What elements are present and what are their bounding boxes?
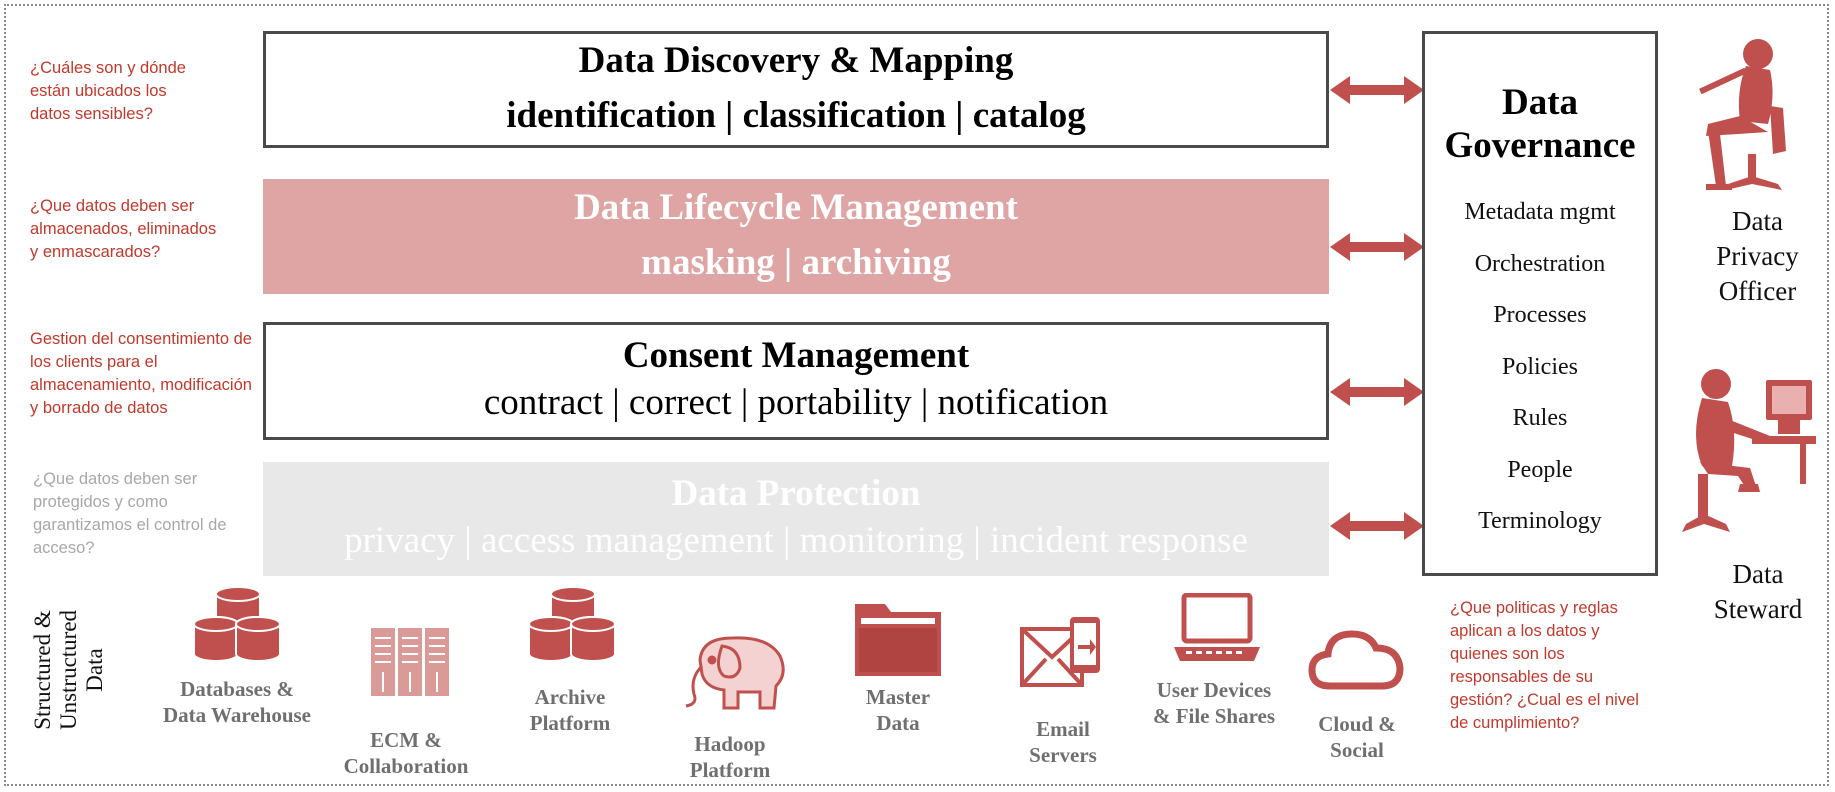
source-label-line: Collaboration bbox=[343, 754, 469, 778]
question-discovery: ¿Cuáles son y dónde están ubicados los d… bbox=[30, 59, 186, 123]
source-label-line: User Devices bbox=[1156, 678, 1272, 702]
governance-item: Orchestration bbox=[1474, 250, 1606, 277]
governance-list: Metadata mgmt Orchestration Processes Po… bbox=[1425, 187, 1655, 548]
layer-title: Consent Management bbox=[622, 335, 970, 376]
governance-item: Terminology bbox=[1478, 508, 1602, 534]
source-label-line: ECM & bbox=[370, 728, 442, 752]
double-arrow-icon bbox=[1330, 76, 1424, 104]
source-label-line: Data bbox=[876, 711, 920, 735]
person-laptop-icon bbox=[1699, 39, 1786, 190]
double-arrow-icon bbox=[1330, 512, 1424, 540]
role-data-steward: Data Steward bbox=[1693, 557, 1823, 627]
source-label-line: Servers bbox=[1029, 743, 1097, 767]
database-icon bbox=[528, 588, 616, 662]
role-label-line: Data bbox=[1732, 559, 1784, 589]
layer-subtitle: privacy | access management | monitoring… bbox=[344, 520, 1248, 561]
layer-data-protection: Data Protection privacy | access managem… bbox=[263, 462, 1329, 576]
diagram-frame bbox=[4, 4, 1829, 786]
question-consent: Gestion del consentimiento de los client… bbox=[30, 330, 252, 417]
question-protection: ¿Que datos deben ser protegidos y como g… bbox=[33, 470, 227, 557]
layer-data-discovery: Data Discovery & Mapping identification … bbox=[263, 31, 1329, 148]
layer-title: Data Lifecycle Management bbox=[574, 186, 1018, 228]
source-master-data-label: Master Data bbox=[866, 684, 930, 736]
elephant-icon bbox=[685, 636, 785, 710]
person-computer-icon bbox=[1682, 369, 1816, 532]
question-lifecycle: ¿Que datos deben ser almacenados, elimin… bbox=[30, 197, 217, 261]
governance-title-line: Governance bbox=[1444, 125, 1636, 166]
double-arrow-icon bbox=[1330, 233, 1424, 261]
governance-title-line: Data bbox=[1501, 82, 1579, 123]
source-label-line: & File Shares bbox=[1152, 704, 1276, 728]
layer-subtitle: identification | classification | catalo… bbox=[506, 94, 1086, 136]
governance-title: Data Governance bbox=[1425, 81, 1655, 167]
source-label-line: Platform bbox=[529, 711, 611, 735]
role-label-line: Privacy bbox=[1716, 241, 1799, 271]
cloud-icon bbox=[1308, 630, 1404, 690]
layer-subtitle: masking | archiving bbox=[641, 241, 951, 283]
question-governance: ¿Que politicas y reglas aplican a los da… bbox=[1450, 599, 1639, 732]
source-user-devices-label: User Devices & File Shares bbox=[1153, 677, 1275, 729]
source-label-line: Cloud & bbox=[1318, 712, 1396, 736]
sources-label-line: Structured & bbox=[30, 610, 55, 730]
source-label-line: Email bbox=[1036, 717, 1090, 741]
source-label-line: Hadoop bbox=[694, 732, 766, 756]
governance-item: Policies bbox=[1502, 353, 1578, 380]
role-label-line: Steward bbox=[1713, 594, 1803, 624]
email-phone-icon bbox=[1020, 617, 1100, 687]
source-ecm-label: ECM & Collaboration bbox=[344, 727, 469, 779]
layer-subtitle: contract | correct | portability | notif… bbox=[483, 382, 1109, 423]
sources-vertical-label: Structured & Unstructured Data bbox=[30, 595, 108, 745]
source-label-line: Archive bbox=[534, 685, 606, 709]
layer-title: Data Protection bbox=[671, 473, 921, 514]
sources-label-line: Unstructured bbox=[56, 609, 81, 731]
governance-item: Rules bbox=[1512, 405, 1568, 431]
source-email-label: Email Servers bbox=[1029, 716, 1097, 768]
source-label-line: Social bbox=[1330, 738, 1384, 762]
layer-data-lifecycle: Data Lifecycle Management masking | arch… bbox=[263, 179, 1329, 294]
source-label-line: Data Warehouse bbox=[163, 703, 311, 727]
layer-title: Data Discovery & Mapping bbox=[578, 39, 1014, 81]
source-label-line: Databases & bbox=[180, 677, 294, 701]
database-icon bbox=[193, 588, 281, 662]
source-archive-label: Archive Platform bbox=[530, 684, 610, 736]
double-arrow-icon bbox=[1330, 378, 1424, 406]
folder-icon bbox=[855, 604, 941, 676]
server-rack-icon bbox=[371, 628, 449, 696]
source-databases-label: Databases & Data Warehouse bbox=[163, 676, 311, 728]
source-label-line: Platform bbox=[689, 758, 771, 782]
source-label-line: Master bbox=[865, 685, 931, 709]
laptop-icon bbox=[1174, 593, 1260, 661]
governance-item: Processes bbox=[1493, 302, 1587, 328]
data-governance-box: Data Governance Metadata mgmt Orchestrat… bbox=[1422, 31, 1658, 576]
role-label-line: Officer bbox=[1718, 276, 1797, 306]
role-data-privacy-officer: Data Privacy Officer bbox=[1700, 204, 1815, 309]
governance-item: Metadata mgmt bbox=[1464, 199, 1616, 225]
source-hadoop-label: Hadoop Platform bbox=[690, 731, 770, 783]
layer-consent-management: Consent Management contract | correct | … bbox=[263, 322, 1329, 440]
sources-label-line: Data bbox=[82, 648, 107, 692]
role-label-line: Data bbox=[1732, 206, 1783, 236]
governance-item: People bbox=[1507, 456, 1573, 483]
source-cloud-label: Cloud & Social bbox=[1318, 711, 1396, 763]
